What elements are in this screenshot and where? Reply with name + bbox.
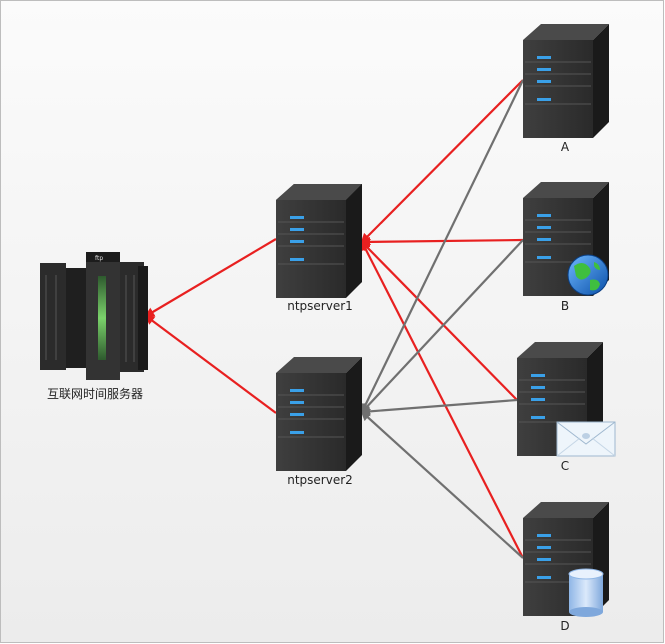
label-ntpserver1: ntpserver1 xyxy=(287,299,353,313)
label-client-c: C xyxy=(560,459,570,473)
internet-time-server-icon: ftp xyxy=(40,252,148,380)
client-a-icon xyxy=(523,24,609,138)
connection-lines xyxy=(144,79,524,559)
edge-client-c-to-ntpserver2 xyxy=(360,398,518,417)
database-icon xyxy=(568,568,604,617)
label-client-b: B xyxy=(560,299,570,313)
label-ntpserver2: ntpserver2 xyxy=(287,473,353,487)
edge-ntpserver2-to-internet-time-server xyxy=(144,314,277,414)
edge-client-b-to-ntpserver2 xyxy=(360,239,524,414)
edge-client-b-to-ntpserver1 xyxy=(360,236,524,247)
edge-client-a-to-ntpserver1 xyxy=(360,79,524,244)
label-client-d: D xyxy=(560,619,570,633)
envelope-icon xyxy=(556,421,616,457)
edge-client-c-to-ntpserver1 xyxy=(360,240,518,401)
ntpserver2-icon xyxy=(276,357,362,471)
server-badge: ftp xyxy=(95,255,103,262)
edge-client-d-to-ntpserver1 xyxy=(361,240,524,559)
globe-icon xyxy=(567,254,609,296)
label-client-a: A xyxy=(560,140,570,154)
edge-ntpserver1-to-internet-time-server xyxy=(144,238,277,318)
edge-client-a-to-ntpserver2 xyxy=(360,79,524,414)
label-internet-time-server: 互联网时间服务器 xyxy=(46,387,143,401)
ntpserver1-icon xyxy=(276,184,362,298)
edge-client-d-to-ntpserver2 xyxy=(360,410,524,559)
